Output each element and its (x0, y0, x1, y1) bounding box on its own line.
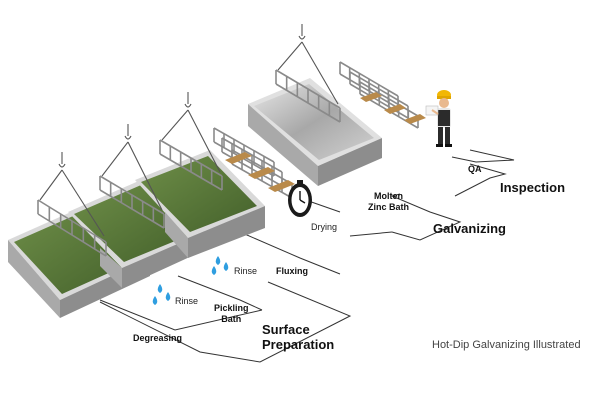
rack-pickling (99, 175, 165, 229)
water-droplet-icon (152, 256, 229, 305)
label-fluxing: Fluxing (276, 266, 308, 276)
crane-hooks (39, 24, 339, 237)
inspector-figure-icon (425, 90, 452, 147)
rack-zinc (275, 69, 341, 123)
rack-fluxing (159, 139, 223, 191)
drying-pallets (225, 92, 426, 192)
hook-fluxing (161, 92, 221, 173)
label-pickling-bath: Pickling Bath (214, 303, 249, 324)
water-droplet (223, 262, 229, 271)
fluxing-tank (135, 150, 265, 258)
section-surface-preparation: Surface Preparation (262, 322, 334, 352)
label-zinc-bath: Molten Zinc Bath (368, 191, 410, 212)
stopwatch-icon (288, 180, 312, 217)
zinc-bath-tank (248, 78, 382, 186)
label-degreasing: Degreasing (133, 333, 183, 343)
section-galvanizing: Galvanizing (433, 221, 506, 236)
flow-lines (99, 149, 515, 363)
hook-degreasing (39, 152, 105, 237)
label-rinse-1: Rinse (175, 296, 199, 306)
water-droplet (152, 296, 158, 305)
label-rinse-2: Rinse (234, 266, 258, 276)
label-drying: Drying (311, 222, 338, 232)
water-droplet (157, 284, 163, 293)
water-droplet (215, 256, 221, 265)
water-droplet (211, 266, 217, 275)
section-surface-line2: Preparation (262, 337, 335, 352)
label-qa: QA (468, 164, 482, 174)
diagram-caption: Hot-Dip Galvanizing Illustrated (432, 339, 581, 351)
section-surface-line1: Surface (262, 322, 310, 337)
hook-zinc (277, 24, 339, 105)
water-droplet (165, 292, 171, 301)
section-inspection: Inspection (500, 180, 566, 195)
hook-pickling (101, 124, 163, 211)
rack-degreasing (37, 199, 107, 257)
